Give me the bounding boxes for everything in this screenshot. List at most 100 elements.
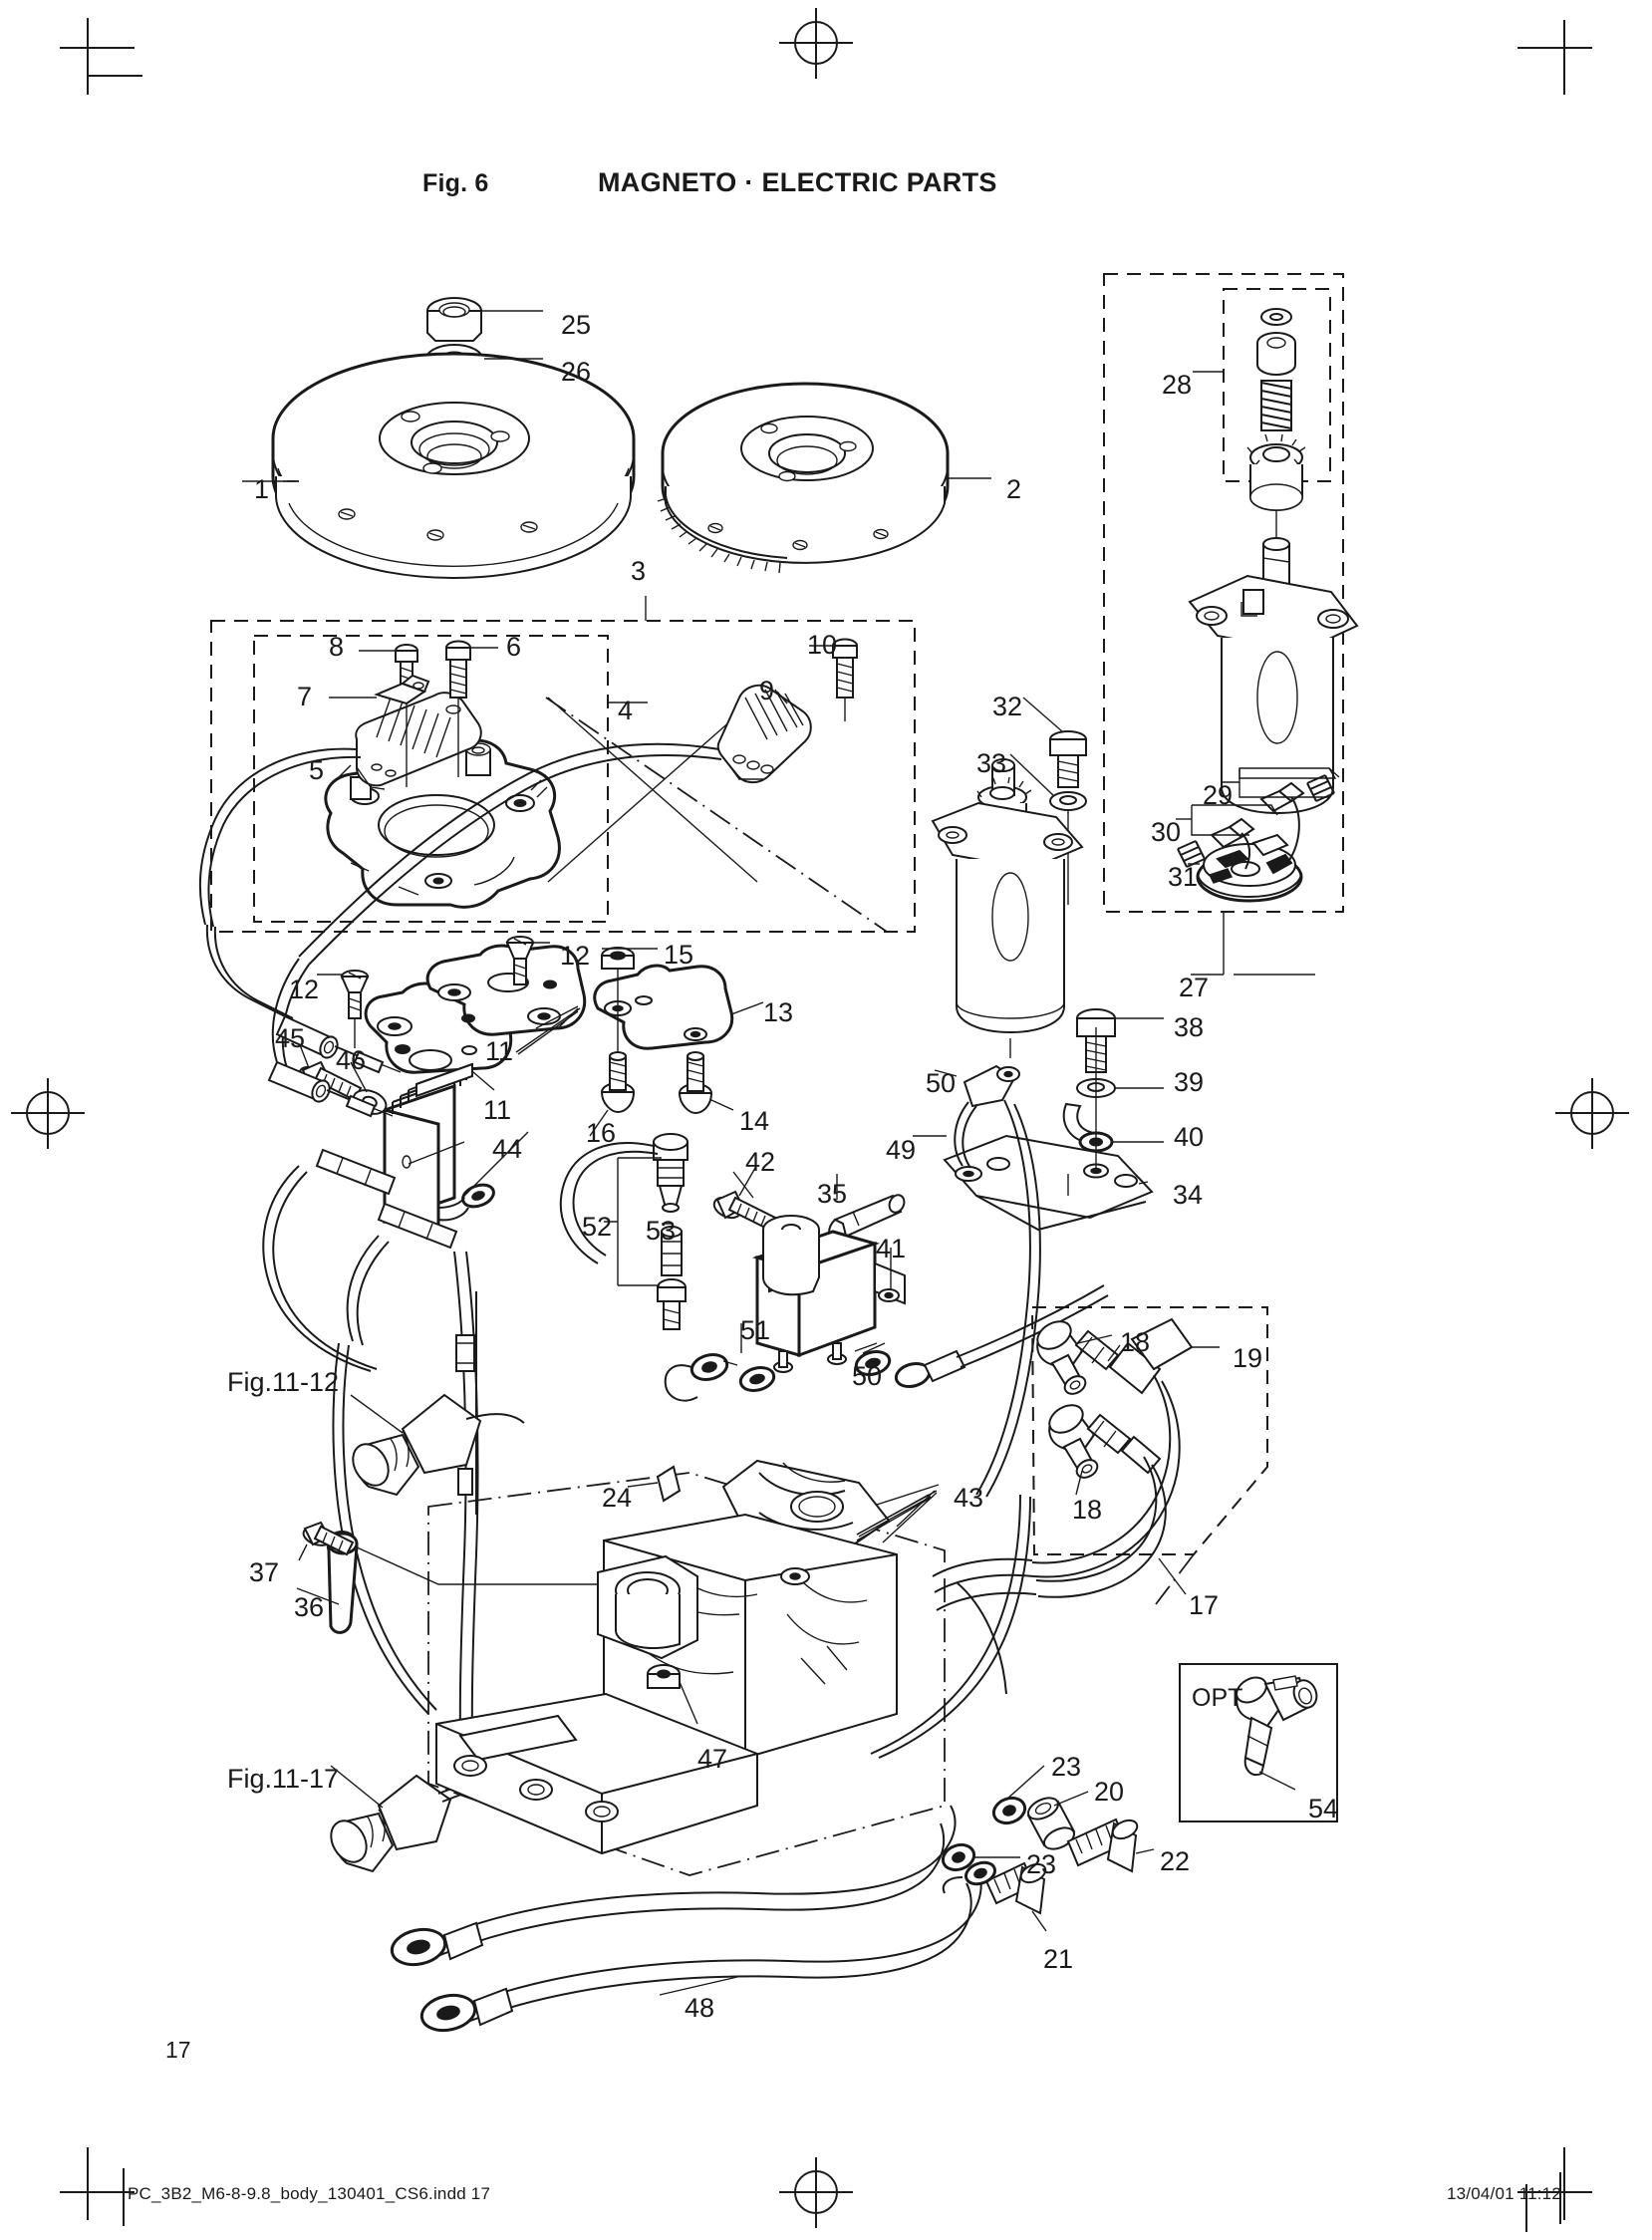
footer-timestamp: 13/04/01 11:12 xyxy=(1447,2184,1561,2203)
callout-number-53: 53 xyxy=(646,1216,677,1246)
callout-number-49: 49 xyxy=(886,1135,917,1165)
callout-number-21: 21 xyxy=(1043,1944,1074,1974)
plug-cap-18-lower xyxy=(1048,1404,1162,1496)
bolt-37 xyxy=(298,1521,355,1561)
callout-number-4: 4 xyxy=(618,696,634,725)
callout-number-41: 41 xyxy=(876,1234,907,1263)
callout-number-12: 12 xyxy=(560,941,591,971)
callout-number-38: 38 xyxy=(1174,1012,1205,1042)
reference-fig-11-17: Fig.11-17 xyxy=(227,1764,340,1794)
screw-12-right xyxy=(505,936,550,985)
crop-marks xyxy=(11,8,1629,2232)
callout-number-40: 40 xyxy=(1174,1122,1205,1152)
reference-fig-11-12: Fig.11-12 xyxy=(227,1367,340,1397)
callout-number-32: 32 xyxy=(992,692,1023,721)
callout-number-33: 33 xyxy=(976,748,1007,778)
callout-number-11: 11 xyxy=(485,1036,514,1066)
page-number: 17 xyxy=(165,2037,191,2063)
group-box-27 xyxy=(1103,273,1344,976)
callout-number-39: 39 xyxy=(1174,1067,1205,1097)
wire-clip-7 xyxy=(329,674,430,705)
stator-cover-plate-right-11 xyxy=(425,944,587,1053)
screw-8 xyxy=(359,644,418,787)
stud-14 xyxy=(678,1051,734,1115)
bolt-38 xyxy=(1076,1008,1164,1073)
ht-leads xyxy=(870,1374,1181,1759)
callout-number-18: 18 xyxy=(1120,1327,1151,1357)
callout-number-5: 5 xyxy=(309,755,325,785)
callout-number-8: 8 xyxy=(329,632,345,662)
callout-number-31: 31 xyxy=(1168,862,1199,892)
starter-motor-installed xyxy=(931,758,1084,1034)
screw-10 xyxy=(809,638,858,721)
callout-number-23: 23 xyxy=(1026,1849,1057,1879)
group-box-28 xyxy=(1193,288,1331,482)
group-box-4 xyxy=(253,635,648,923)
washer-39 xyxy=(1076,1078,1164,1098)
callout-number-46: 46 xyxy=(336,1045,367,1075)
callout-number-25: 25 xyxy=(561,310,592,340)
starter-pinion-kit-28 xyxy=(1246,308,1306,511)
starter-bracket-34 xyxy=(943,1134,1154,1232)
washer-33 xyxy=(1009,753,1087,905)
callout-number-22: 22 xyxy=(1160,1846,1191,1876)
callout-number-11: 11 xyxy=(483,1095,512,1125)
callout-number-51: 51 xyxy=(740,1315,771,1345)
callout-number-18: 18 xyxy=(1072,1495,1103,1525)
spacer-20 xyxy=(1026,1791,1089,1850)
callout-number-7: 7 xyxy=(297,682,313,711)
callout-number-2: 2 xyxy=(1006,474,1022,504)
callout-number-50: 50 xyxy=(926,1068,957,1098)
callout-number-42: 42 xyxy=(745,1147,776,1177)
callout-number-43: 43 xyxy=(954,1483,984,1513)
opt-inset-box xyxy=(1179,1663,1338,1822)
callout-number-12: 12 xyxy=(289,975,320,1004)
callout-number-26: 26 xyxy=(561,357,592,387)
callout-number-36: 36 xyxy=(294,1592,325,1622)
screw-6 xyxy=(445,640,498,777)
ignition-coil-9 xyxy=(298,684,812,966)
bracket-13 xyxy=(593,964,764,1050)
callout-number-24: 24 xyxy=(602,1483,633,1513)
callout-number-1: 1 xyxy=(254,474,270,504)
washer-23-lower xyxy=(941,1842,1020,1872)
callout-number-15: 15 xyxy=(664,940,694,970)
opt-label: OPT xyxy=(1192,1684,1243,1712)
figure-number: Fig. 6 xyxy=(422,169,489,197)
callout-number-27: 27 xyxy=(1179,973,1210,1002)
clip-24 xyxy=(627,1465,682,1503)
starter-motor-27 xyxy=(1188,510,1359,815)
callout-number-30: 30 xyxy=(1151,817,1182,847)
bolt-21 xyxy=(942,1860,1047,1932)
starter-relay-41 xyxy=(751,1215,906,1373)
callout-number-17: 17 xyxy=(1189,1590,1220,1620)
callout-number-23: 23 xyxy=(1051,1752,1082,1782)
charge-coil-5 xyxy=(198,692,482,928)
engine-block xyxy=(427,1459,946,1876)
flywheel-manual-start-assembly xyxy=(242,297,636,579)
callout-number-13: 13 xyxy=(763,997,794,1027)
callout-number-28: 28 xyxy=(1162,370,1193,400)
grommet-fig-11-12 xyxy=(350,1393,525,1497)
callout-number-44: 44 xyxy=(492,1134,523,1164)
plug-cap-18-upper xyxy=(1036,1317,1220,1395)
screw-12-left xyxy=(317,970,370,1048)
nut-15 xyxy=(601,947,658,1090)
callout-number-16: 16 xyxy=(586,1118,617,1148)
callout-number-3: 3 xyxy=(631,556,647,586)
washer-23-upper xyxy=(991,1765,1045,1825)
callout-number-52: 52 xyxy=(582,1212,613,1242)
rectifier-44 xyxy=(383,1062,529,1238)
page-title: MAGNETO · ELECTRIC PARTS xyxy=(598,167,997,197)
bolt-32 xyxy=(1022,697,1087,788)
callout-number-54: 54 xyxy=(1308,1794,1339,1823)
wire-49-clamp-50 xyxy=(913,1038,1020,1169)
callout-number-34: 34 xyxy=(1173,1180,1204,1210)
callout-number-6: 6 xyxy=(506,632,522,662)
battery-cables-48 xyxy=(390,1805,982,2033)
callout-number-45: 45 xyxy=(275,1023,306,1053)
brush-holder-assembly-31 xyxy=(1176,767,1340,903)
callout-number-19: 19 xyxy=(1233,1343,1263,1373)
callout-number-14: 14 xyxy=(739,1106,770,1136)
